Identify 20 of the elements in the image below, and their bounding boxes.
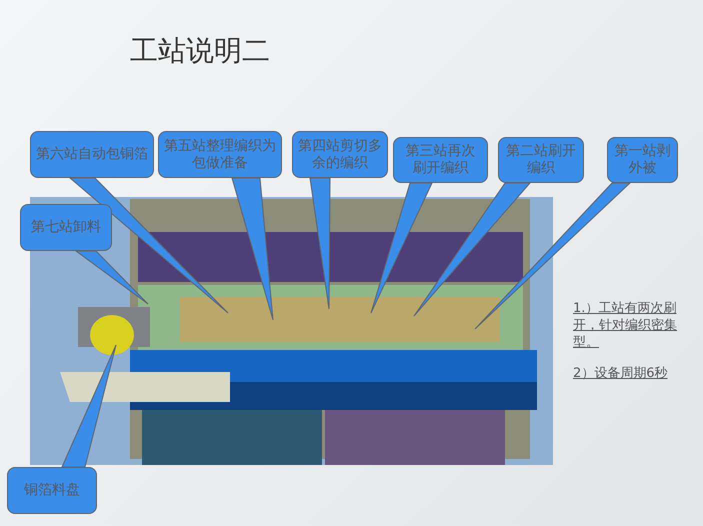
callout-box: 第四站剪切多余的编织 [292,131,388,178]
callout-box: 第七站卸料 [20,204,112,251]
callout-box: 第二站刷开编织 [498,137,584,183]
leader-line [74,250,148,304]
leader-line [414,182,532,316]
leader-line [231,178,274,320]
callout-box: 第五站整理编织为包做准备 [158,131,282,178]
slide-title: 工站说明二 [130,33,270,69]
leader-line [309,178,330,310]
leader-line [68,178,228,314]
callout-box: 第三站再次刷开编织 [393,137,488,183]
note-text: 2）设备周期6秒 [573,365,669,382]
note-text: 1.）工站有两次刷开，针对编织密集型。 [573,300,678,351]
callout-box: 铜箔料盘 [7,467,97,514]
picture [30,197,553,465]
leader-line [474,182,632,330]
leader-line [370,182,433,314]
leader-line [61,344,116,468]
callout-box: 第一站剥外被 [607,137,678,183]
callout-box: 第六站自动包铜箔 [30,131,154,178]
